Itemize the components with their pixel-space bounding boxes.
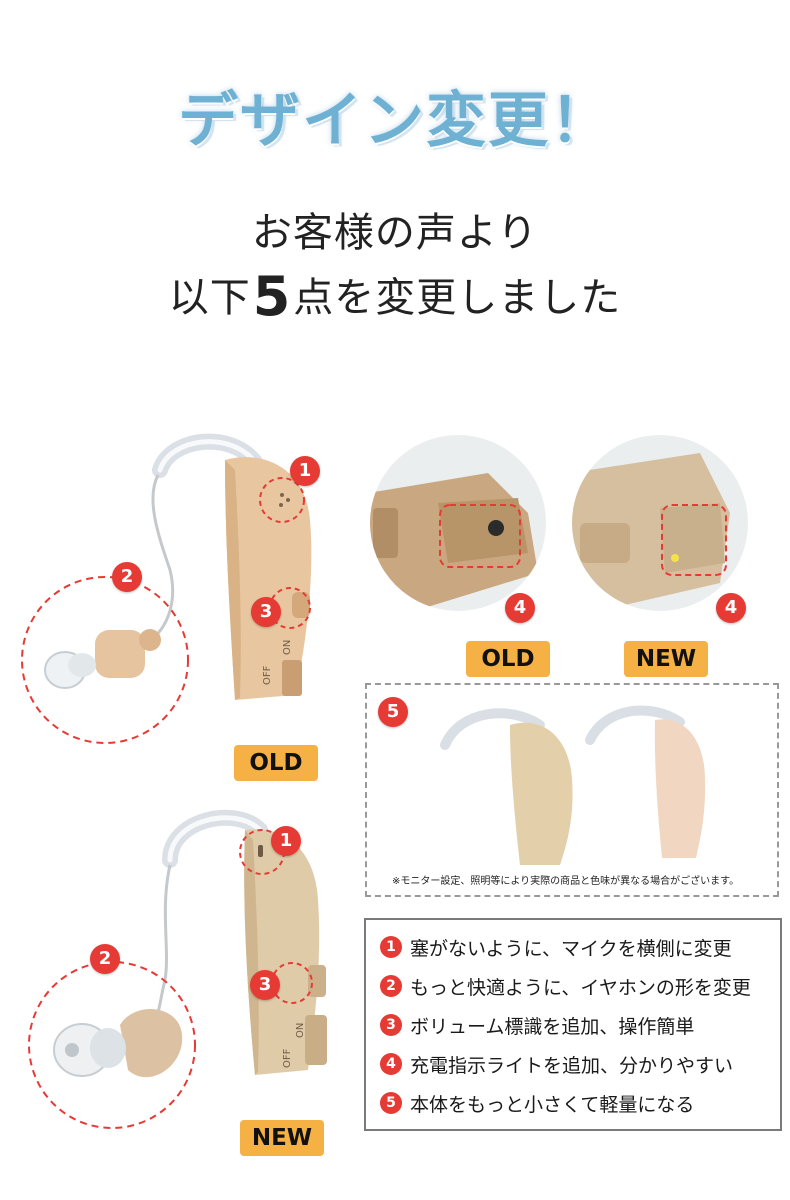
color-disclaimer-note: ※モニター設定、照明等により実際の商品と色味が異なる場合がございます。	[392, 876, 740, 887]
badge-3-new: 3	[250, 970, 280, 1000]
change-item-4: 4 充電指示ライトを追加、分かりやすい	[380, 1049, 733, 1079]
change-text: 充電指示ライトを追加、分かりやすい	[410, 1054, 734, 1077]
change-item-5: 5 本体をもっと小さくて軽量になる	[380, 1088, 694, 1118]
badge-1-old: 1	[290, 456, 320, 486]
new-tag-left: NEW	[240, 1120, 324, 1156]
subtitle-line2-post: 点を変更しました	[293, 275, 622, 321]
old-port-closeup-image	[370, 435, 546, 611]
badge-1-new: 1	[271, 826, 301, 856]
new-on-label: ON	[295, 1023, 306, 1038]
changes-list: 1 塞がないように、マイクを横側に変更 2 もっと快適ように、イヤホンの形を変更…	[364, 918, 782, 1131]
size-comparison-image	[440, 705, 706, 865]
change-item-3: 3 ボリューム標識を追加、操作簡単	[380, 1010, 694, 1040]
change-item-2: 2 もっと快適ように、イヤホンの形を変更	[380, 971, 751, 1001]
change-number: 4	[380, 1053, 402, 1075]
change-text: ボリューム標識を追加、操作簡単	[410, 1015, 695, 1038]
old-tag-left: OLD	[234, 745, 318, 781]
change-number: 3	[380, 1014, 402, 1036]
old-hearing-aid-image: OFF ON	[21, 433, 312, 744]
change-number: 1	[380, 936, 402, 958]
change-text: 塞がないように、マイクを横側に変更	[410, 937, 732, 960]
change-number: 2	[380, 975, 402, 997]
badge-4-old: 4	[505, 593, 535, 623]
page-title: デザイン変更！	[178, 86, 612, 156]
old-off-label: OFF	[262, 665, 273, 685]
badge-5: 5	[378, 697, 408, 727]
old-tag-top: OLD	[466, 641, 550, 677]
new-hearing-aid-image: OFF ON	[28, 809, 327, 1129]
subtitle-line2: 以下5点を変更しました	[0, 265, 790, 328]
size-comparison-box	[365, 683, 779, 897]
new-port-closeup-image	[572, 435, 748, 611]
change-item-1: 1 塞がないように、マイクを横側に変更	[380, 932, 732, 962]
change-number: 5	[380, 1092, 402, 1114]
change-text: 本体をもっと小さくて軽量になる	[410, 1093, 695, 1116]
change-text: もっと快適ように、イヤホンの形を変更	[410, 976, 751, 999]
new-tag-top: NEW	[624, 641, 708, 677]
badge-4-new: 4	[716, 593, 746, 623]
badge-2-old: 2	[112, 562, 142, 592]
subtitle-line1: お客様の声より	[251, 210, 539, 256]
old-on-label: ON	[282, 640, 293, 655]
badge-2-new: 2	[90, 944, 120, 974]
subtitle-count: 5	[252, 265, 292, 328]
new-off-label: OFF	[282, 1048, 293, 1068]
subtitle-line2-pre: 以下	[168, 275, 251, 321]
badge-3-old: 3	[251, 597, 281, 627]
